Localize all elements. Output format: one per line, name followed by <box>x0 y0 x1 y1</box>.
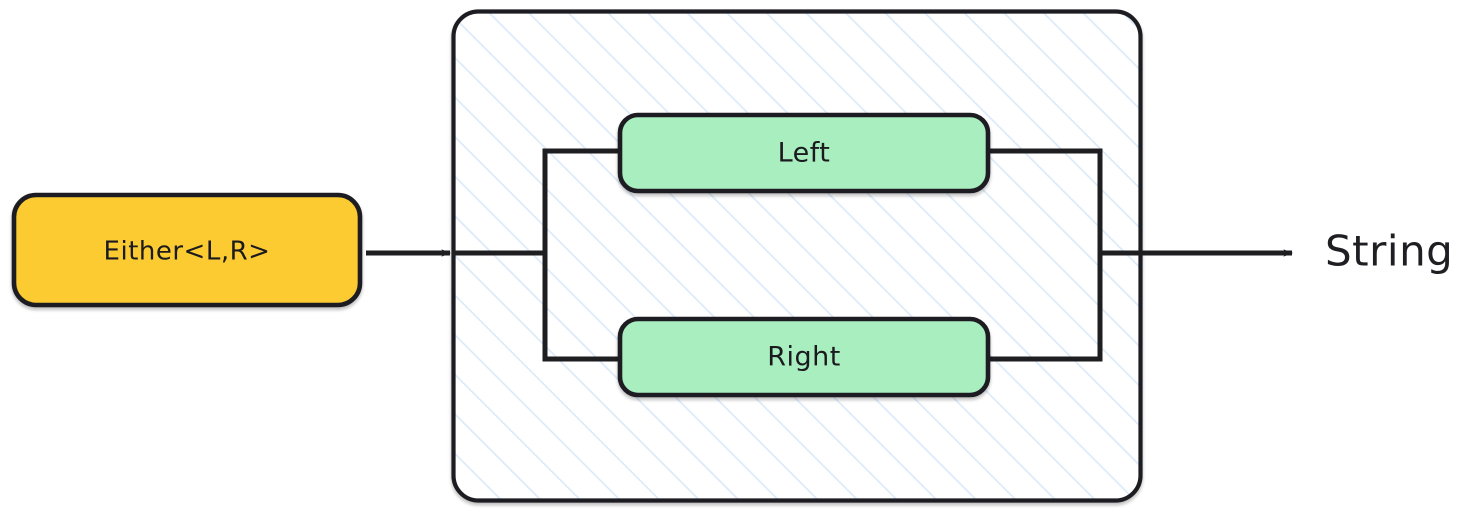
right-node-label: Right <box>767 342 841 373</box>
left-node-label: Left <box>778 138 831 169</box>
right-node-shape <box>617 316 991 398</box>
input-node-shape <box>11 192 363 308</box>
edge-merge <box>985 148 1144 362</box>
input-node-label: Either<L,R> <box>104 237 271 267</box>
left-node-shape <box>617 112 991 194</box>
container-node[interactable] <box>451 9 1143 503</box>
container-shape <box>451 9 1143 503</box>
output-node-label: String <box>1325 227 1453 276</box>
edge-container-fork <box>452 148 623 362</box>
input-node[interactable]: Either<L,R> <box>11 192 363 308</box>
left-node[interactable]: Left <box>617 112 991 194</box>
right-node[interactable]: Right <box>617 316 991 398</box>
output-node[interactable]: String <box>1325 227 1453 276</box>
